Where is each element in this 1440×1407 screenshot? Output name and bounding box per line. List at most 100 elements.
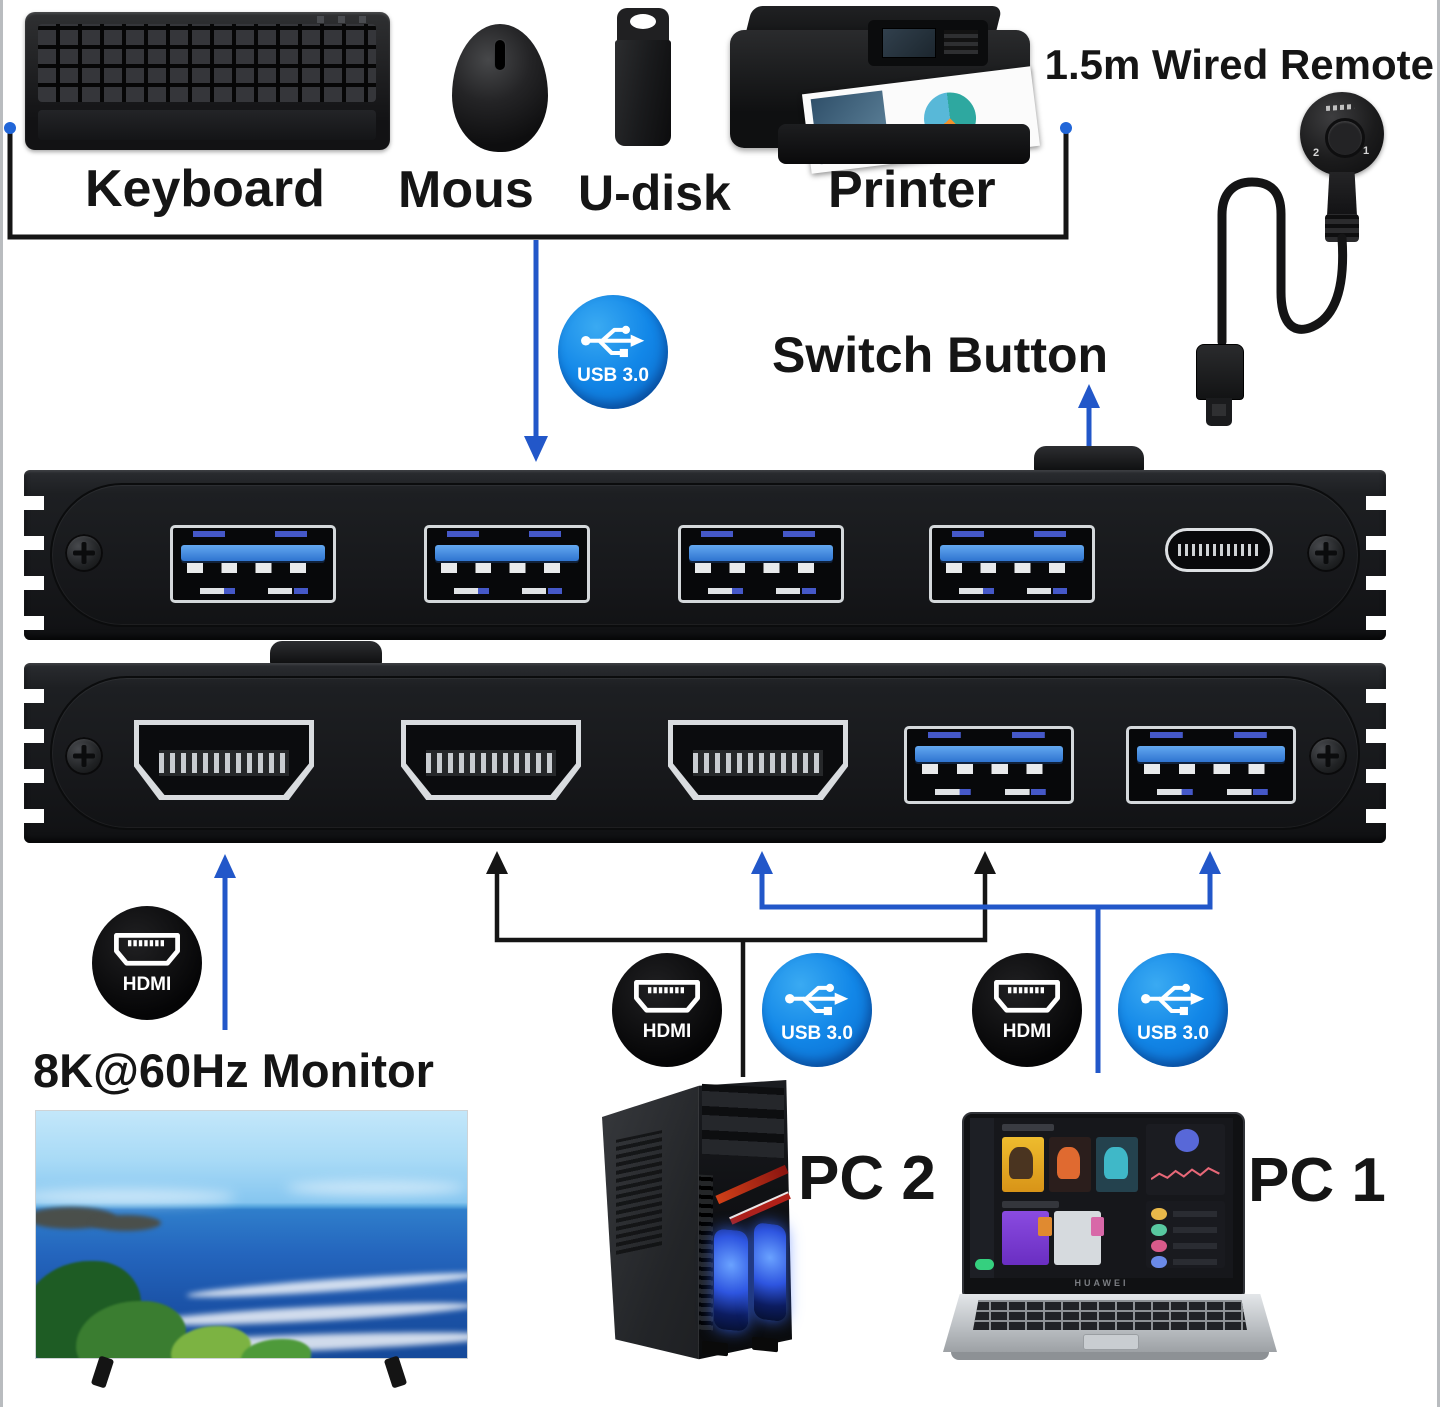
usb-trident-icon xyxy=(1141,984,1205,1016)
nft-figure xyxy=(1056,1146,1081,1179)
trending-artists-bar xyxy=(1001,1201,1060,1208)
screw-icon xyxy=(1307,534,1345,572)
tower-foot xyxy=(752,1336,778,1353)
hdmi-badge-text: HDMI xyxy=(642,1020,692,1042)
hdmi-badge-text: HDMI xyxy=(122,973,172,995)
remote-usb-plug xyxy=(1196,344,1244,400)
tower-fan-glow xyxy=(754,1222,786,1322)
switch-button-label: Switch Button xyxy=(772,327,1109,383)
hdmi-port-2 xyxy=(401,720,581,800)
switch-button-arrow xyxy=(1078,384,1100,446)
printer-image xyxy=(718,4,1042,174)
kvm-switch-usb-side xyxy=(24,470,1386,640)
remote-usb-plug-contact xyxy=(1212,404,1226,416)
trending-chip xyxy=(1038,1217,1052,1237)
screw-icon xyxy=(65,534,103,572)
keyboard-keys xyxy=(38,24,376,102)
left-edge-line xyxy=(0,0,3,1407)
hdmi-connector-icon xyxy=(634,980,700,1013)
nft-figure xyxy=(1009,1146,1034,1179)
printer-label: Printer xyxy=(828,161,996,219)
remote-cable-path xyxy=(1217,177,1348,347)
trending-chip xyxy=(1090,1217,1105,1237)
device-panel-outline xyxy=(50,483,1360,627)
udisk-image xyxy=(615,40,671,146)
wired-remote-label: 1.5m Wired Remote xyxy=(1044,41,1434,88)
printer-output-tray xyxy=(778,124,1030,164)
tower-front-vents xyxy=(699,1174,713,1331)
activity-row xyxy=(1172,1242,1218,1250)
hdmi-badge-monitor: HDMI xyxy=(92,906,202,1020)
device-panel-outline xyxy=(50,676,1360,830)
laptop-front-lip xyxy=(951,1352,1269,1360)
keyboard-label: Keyboard xyxy=(85,160,325,218)
device-left-serration xyxy=(24,663,44,843)
hdmi-badge-text: HDMI xyxy=(1002,1020,1052,1042)
activity-avatar xyxy=(1151,1255,1168,1269)
peripherals-bracket xyxy=(4,122,1072,240)
earnings-chart xyxy=(1151,1166,1220,1180)
wave-foam xyxy=(185,1268,467,1302)
remote-port1-label: 1 xyxy=(1363,145,1370,157)
activity-avatar xyxy=(1151,1239,1168,1253)
activity-row xyxy=(1172,1258,1218,1266)
monitor-image xyxy=(35,1110,468,1359)
screw-icon xyxy=(65,737,103,775)
mouse-label: Mous xyxy=(398,161,534,219)
usb-a-port-1 xyxy=(170,525,336,603)
mouse-scroll-wheel xyxy=(495,40,505,70)
app-sidebar xyxy=(970,1118,994,1278)
laptop-touchpad xyxy=(1083,1334,1139,1350)
usb-a-port-2 xyxy=(424,525,590,603)
activity-avatar xyxy=(1151,1207,1168,1221)
usb-trident-icon xyxy=(785,984,849,1016)
pc1-connection-lines xyxy=(751,851,1221,1073)
keyboard-image xyxy=(25,12,390,150)
usb-a-port-4 xyxy=(929,525,1095,603)
switch-button-knob-bottom-device xyxy=(270,641,382,665)
printer-screen xyxy=(882,28,936,58)
usb30-badge-text: USB 3.0 xyxy=(577,364,649,386)
device-right-serration xyxy=(1366,470,1386,640)
activity-avatar xyxy=(1151,1223,1168,1237)
printer-buttons xyxy=(944,30,978,54)
usb-a-port-pc2 xyxy=(904,726,1074,804)
hdmi-connector-icon xyxy=(114,933,180,966)
keyboard-led-indicators xyxy=(317,16,373,23)
laptop-keyboard-deck xyxy=(943,1294,1277,1352)
usb30-badge-pc2: USB 3.0 xyxy=(762,953,872,1067)
pc2-tower-image xyxy=(602,1080,792,1365)
hdmi-badge-pc2: HDMI xyxy=(612,953,722,1067)
pc1-label: PC 1 xyxy=(1248,1146,1386,1215)
bracket-dot-right xyxy=(1060,122,1072,134)
tower-fan-glow xyxy=(714,1228,748,1332)
laptop-screen-content xyxy=(970,1118,1233,1278)
earnings-avatar xyxy=(1175,1129,1199,1152)
tower-drive-bays xyxy=(702,1083,784,1159)
pc2-label: PC 2 xyxy=(798,1144,936,1213)
tower-foot xyxy=(702,1340,728,1357)
laptop-brand-logo: HUAWEI xyxy=(1074,1278,1129,1288)
usb30-badge-text: USB 3.0 xyxy=(1137,1022,1209,1044)
usb30-badge-pc1: USB 3.0 xyxy=(1118,953,1228,1067)
toggle-pill xyxy=(975,1258,994,1270)
cloud xyxy=(36,1189,236,1205)
hdmi-port-3 xyxy=(668,720,848,800)
screw-icon xyxy=(1309,737,1347,775)
usb-trident-icon xyxy=(581,326,645,358)
remote-stem xyxy=(1327,172,1357,216)
udisk-label: U-disk xyxy=(578,165,731,221)
pc1-laptop-image: HUAWEI xyxy=(943,1112,1277,1362)
device-right-serration xyxy=(1366,663,1386,843)
bracket-dot-left xyxy=(4,122,16,134)
hdmi-port-1 xyxy=(134,720,314,800)
kvm-switch-hdmi-side xyxy=(24,663,1386,843)
activity-row xyxy=(1172,1210,1218,1218)
rocks xyxy=(91,1215,161,1231)
usb30-badge-text: USB 3.0 xyxy=(781,1022,853,1044)
device-left-serration xyxy=(24,470,44,640)
nft-figure xyxy=(1104,1146,1128,1179)
